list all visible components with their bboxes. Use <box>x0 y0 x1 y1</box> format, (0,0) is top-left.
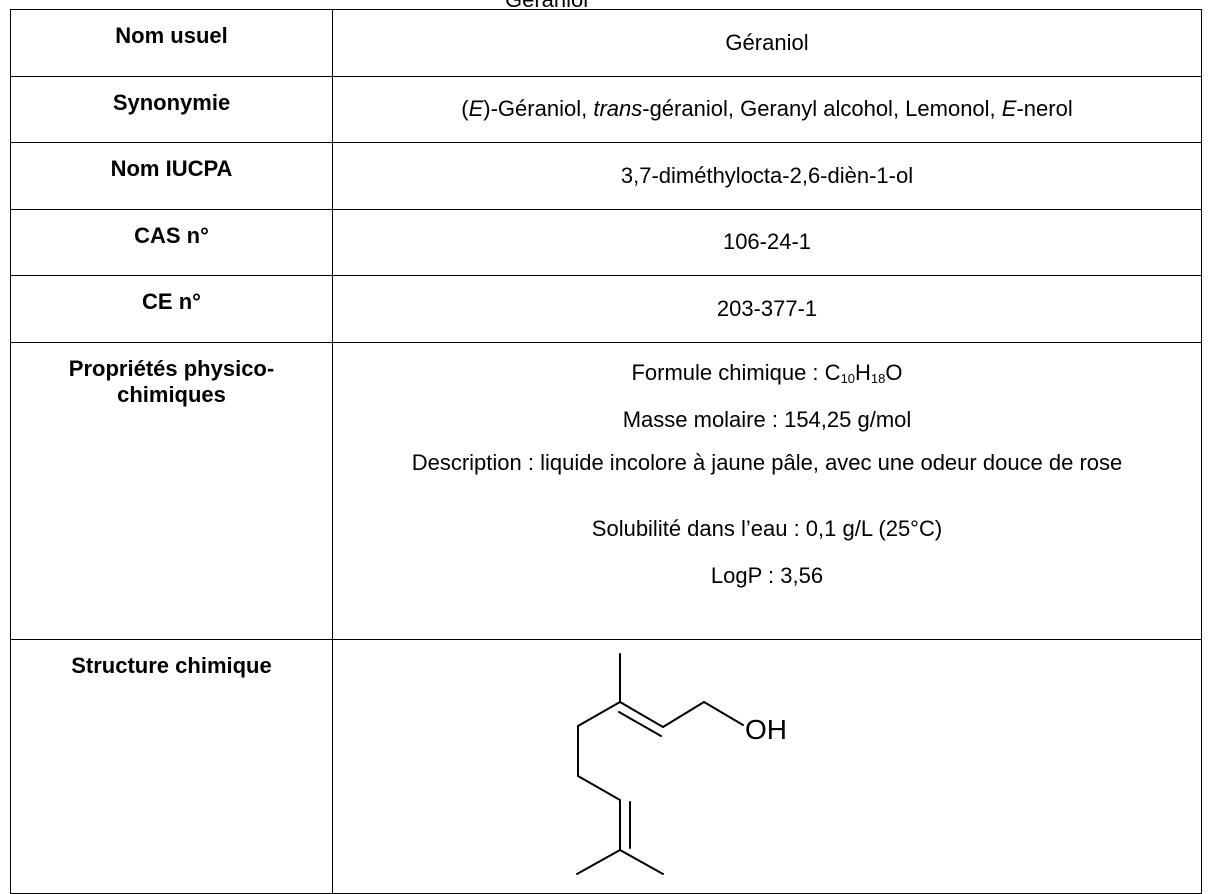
table-row: CE n° 203-377-1 <box>10 275 1202 343</box>
table-row: Nom IUCPA 3,7-diméthylocta-2,6-dièn-1-ol <box>10 142 1202 210</box>
formula-sub-c: 10 <box>840 371 856 386</box>
row-value-structure: OH <box>332 639 1202 894</box>
bond <box>703 701 744 726</box>
structure-diagram: OH <box>333 640 1201 893</box>
row-label: Nom usuel <box>10 9 333 77</box>
row-value-ec: 203-377-1 <box>332 275 1202 343</box>
table-row: Structure chimique <box>10 639 1202 894</box>
hydroxyl-label: OH <box>745 714 787 745</box>
row-value-synonyms: (E)-Géraniol, trans-géraniol, Geranyl al… <box>332 76 1202 143</box>
table-row: CAS n° 106-24-1 <box>10 209 1202 276</box>
bond <box>662 701 705 728</box>
bond <box>577 701 621 727</box>
formula-o: O <box>885 360 903 385</box>
table-row: Propriétés physico-chimiques Formule chi… <box>10 342 1202 640</box>
bond <box>619 849 664 875</box>
bond-double <box>618 711 662 737</box>
row-label: Structure chimique <box>10 639 333 894</box>
row-label: CE n° <box>10 275 333 343</box>
caption-fragment-text: Géraniol <box>505 0 588 8</box>
syn-text: )-Géraniol, <box>483 96 594 122</box>
syn-italic: trans <box>593 96 643 122</box>
row-value-common-name: Géraniol <box>332 9 1202 77</box>
row-label: Nom IUCPA <box>10 142 333 210</box>
property-line: Masse molaire : 154,25 g/mol <box>622 407 912 432</box>
table-row: Synonymie (E)-Géraniol, trans-géraniol, … <box>10 76 1202 143</box>
property-line: Solubilité dans l’eau : 0,1 g/L (25°C) <box>591 516 943 541</box>
bond <box>577 775 621 801</box>
row-value-cas: 106-24-1 <box>332 209 1202 276</box>
molecule-structure-svg: OH <box>576 653 787 875</box>
syn-text: ( <box>461 96 469 122</box>
row-label: Propriétés physico-chimiques <box>10 342 333 640</box>
formula-line: Formule chimique : C10H18O <box>333 349 1201 396</box>
row-label-text: Propriétés physico-chimiques <box>68 356 275 408</box>
caption-fragment: Géraniol <box>0 0 1209 8</box>
row-label: Synonymie <box>10 76 333 143</box>
property-line: Description : liquide incolore à jaune p… <box>411 450 1123 475</box>
properties-table: Nom usuel Géraniol Synonymie (E)-Géranio… <box>10 9 1202 894</box>
syn-text: -géraniol, Geranyl alcohol, Lemonol, <box>642 96 1002 122</box>
syn-italic: E <box>1001 96 1017 122</box>
property-line: LogP : 3,56 <box>710 563 824 588</box>
formula-h: H <box>855 360 871 385</box>
row-label: CAS n° <box>10 209 333 276</box>
formula-prefix: Formule chimique : C <box>631 360 841 385</box>
formula-sub-h: 18 <box>870 371 886 386</box>
row-value-iupac: 3,7-diméthylocta-2,6-dièn-1-ol <box>332 142 1202 210</box>
table-row: Nom usuel Géraniol <box>10 9 1202 77</box>
syn-text: -nerol <box>1016 96 1073 122</box>
bond <box>576 849 621 875</box>
bond <box>619 701 664 728</box>
row-value-properties: Formule chimique : C10H18O Masse molaire… <box>332 342 1202 640</box>
syn-italic: E <box>468 96 484 122</box>
